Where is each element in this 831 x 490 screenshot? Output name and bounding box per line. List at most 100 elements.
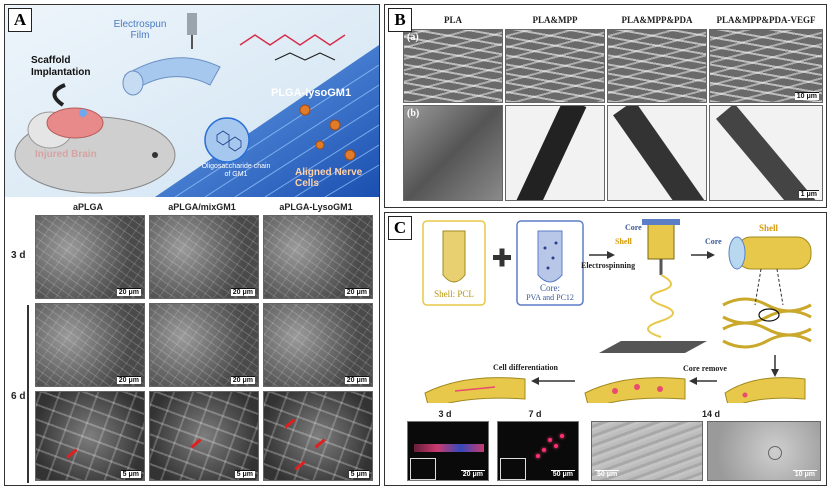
panel-c: C xyxy=(384,212,827,486)
scale-bar: 5 μm xyxy=(348,470,369,478)
row-b-label: (b) xyxy=(407,108,420,119)
panel-a: A xyxy=(4,4,380,486)
sem-6d-zoom-aplga: 5 μm xyxy=(35,391,145,481)
row-bracket xyxy=(27,305,29,483)
spiral-jet-icon xyxy=(647,274,674,338)
shell-tube-icon xyxy=(442,230,466,283)
sem-3d-aplga: 20 μm xyxy=(35,215,145,299)
sem-pla-mpp-pda-vegf: 10 μm xyxy=(709,29,823,103)
day-label-7d: 7 d xyxy=(528,409,542,419)
core-tube-title: Core: xyxy=(540,283,560,293)
sem-6d-lysogm1: 20 μm xyxy=(263,303,373,387)
row-label-3d: 3 d xyxy=(11,250,26,261)
panel-c-diagram xyxy=(422,219,812,403)
day-label-3d: 3 d xyxy=(438,409,452,419)
collector-plate xyxy=(599,341,707,353)
scale-bar: 20 μm xyxy=(460,470,485,478)
day-label-14d: 14 d xyxy=(701,409,720,419)
sem-6d-aplga: 20 μm xyxy=(35,303,145,387)
sem-6d-mixgm1: 20 μm xyxy=(149,303,259,387)
scale-bar: 20 μm xyxy=(344,288,369,296)
sem-pla: (a) xyxy=(403,29,503,103)
brain-icon xyxy=(46,107,104,139)
tem-pla: (b) xyxy=(403,105,503,201)
aligned-fiber-field xyxy=(155,45,379,197)
coaxial-nozzle-icon xyxy=(647,222,675,260)
red-arrow-icon xyxy=(284,418,296,429)
tem-pla-mpp-pda-vegf: 1 μm xyxy=(709,105,823,201)
scale-bar: 1 μm xyxy=(798,190,819,198)
scale-bar: 20 μm xyxy=(344,376,369,384)
oligosaccharide-label: Oligosaccharide chain of GM1 xyxy=(201,163,271,178)
aligned-cells-label: Aligned Nerve Cells xyxy=(295,167,363,189)
col-header-pla-mpp-pda: PLA&MPP&PDA xyxy=(621,15,693,25)
nerve-cells-icon xyxy=(299,104,356,161)
film-label: Electrospun Film xyxy=(113,19,167,41)
scale-bar: 50 μm xyxy=(595,470,620,478)
scaffold-label: Scaffold Implantation xyxy=(31,55,91,78)
polymer-label: PLGA-lysoGM1 xyxy=(271,87,352,99)
sem-6d-zoom-lysogm1: 5 μm xyxy=(263,391,373,481)
red-arrow-icon xyxy=(314,438,326,449)
brightfield-14d: 50 μm xyxy=(591,421,703,481)
row-label-6d: 6 d xyxy=(11,391,26,402)
fiber-core-label: Core xyxy=(705,237,722,246)
row-a-label: (a) xyxy=(407,32,419,43)
panel-a-illustration xyxy=(5,5,379,197)
core-remove-label: Core remove xyxy=(683,364,727,373)
col-header-aplga: aPLGA xyxy=(72,202,103,212)
scale-bar: 5 μm xyxy=(120,470,141,478)
shell-arrow-label: Shell xyxy=(615,237,632,246)
red-arrow-icon xyxy=(190,438,202,449)
needle-icon xyxy=(187,13,197,35)
scale-bar: 10 μm xyxy=(792,470,817,478)
fluorescence-3d: 20 μm xyxy=(407,421,489,481)
scale-bar: 20 μm xyxy=(116,288,141,296)
sem-3d-mixgm1: 20 μm xyxy=(149,215,259,299)
injured-brain-label: Injured Brain xyxy=(35,149,97,160)
col-header-pla-mpp: PLA&MPP xyxy=(532,15,578,25)
film-ribbon xyxy=(124,57,221,94)
col-header-pla-mpp-pda-vegf: PLA&MPP&PDA-VEGF xyxy=(716,15,816,25)
panel-c-label: C xyxy=(388,216,412,240)
implant-arrow-icon xyxy=(52,83,66,107)
shell-solution-box xyxy=(422,220,486,306)
core-shell-fiber-icon xyxy=(736,236,812,270)
cell-differentiation-label: Cell differentiation xyxy=(493,363,558,372)
core-tube-body: PVA and PC12 xyxy=(526,293,574,302)
molecule-icon xyxy=(239,34,346,46)
oligosaccharide-bubble xyxy=(204,117,250,163)
sem-pla-mpp xyxy=(505,29,605,103)
panel-a-label: A xyxy=(8,8,32,32)
scale-bar: 20 μm xyxy=(116,376,141,384)
tem-pla-mpp-pda xyxy=(607,105,707,201)
tem-pla-mpp xyxy=(505,105,605,201)
core-arrow-label: Core xyxy=(625,223,642,232)
brightfield-14d-zoom: 10 μm xyxy=(707,421,821,481)
fiber-mesh-icon xyxy=(722,297,812,349)
shell-tube-label: Shell: PCL xyxy=(434,289,474,299)
scale-bar: 20 μm xyxy=(230,288,255,296)
panel-b-label: B xyxy=(388,8,412,32)
hollow-fiber-icon xyxy=(724,377,806,403)
scale-bar: 20 μm xyxy=(230,376,255,384)
fluorescence-7d: 50 μm xyxy=(497,421,579,481)
sem-3d-lysogm1: 20 μm xyxy=(263,215,373,299)
col-header-mixgm1: aPLGA/mixGM1 xyxy=(168,202,236,212)
red-arrow-icon xyxy=(294,460,306,471)
scale-bar: 10 μm xyxy=(794,92,819,100)
sem-pla-mpp-pda xyxy=(607,29,707,103)
panel-b: B PLA PLA&MPP PLA&MPP&PDA PLA&MPP&PDA-VE… xyxy=(384,4,827,208)
electrospinning-label: Electrospinning xyxy=(581,261,636,270)
scale-bar: 50 μm xyxy=(550,470,575,478)
red-arrow-icon xyxy=(66,448,78,459)
col-header-pla: PLA xyxy=(444,15,462,25)
scale-bar: 5 μm xyxy=(234,470,255,478)
col-header-lysogm1: aPLGA-LysoGM1 xyxy=(279,202,353,212)
core-solution-box xyxy=(516,220,584,306)
differentiated-fiber-icon xyxy=(424,377,526,403)
sem-6d-zoom-mixgm1: 5 μm xyxy=(149,391,259,481)
core-tube-icon xyxy=(537,230,563,283)
fiber-shell-label: Shell xyxy=(759,223,779,233)
hollow-fiber-cells-icon xyxy=(584,377,686,403)
